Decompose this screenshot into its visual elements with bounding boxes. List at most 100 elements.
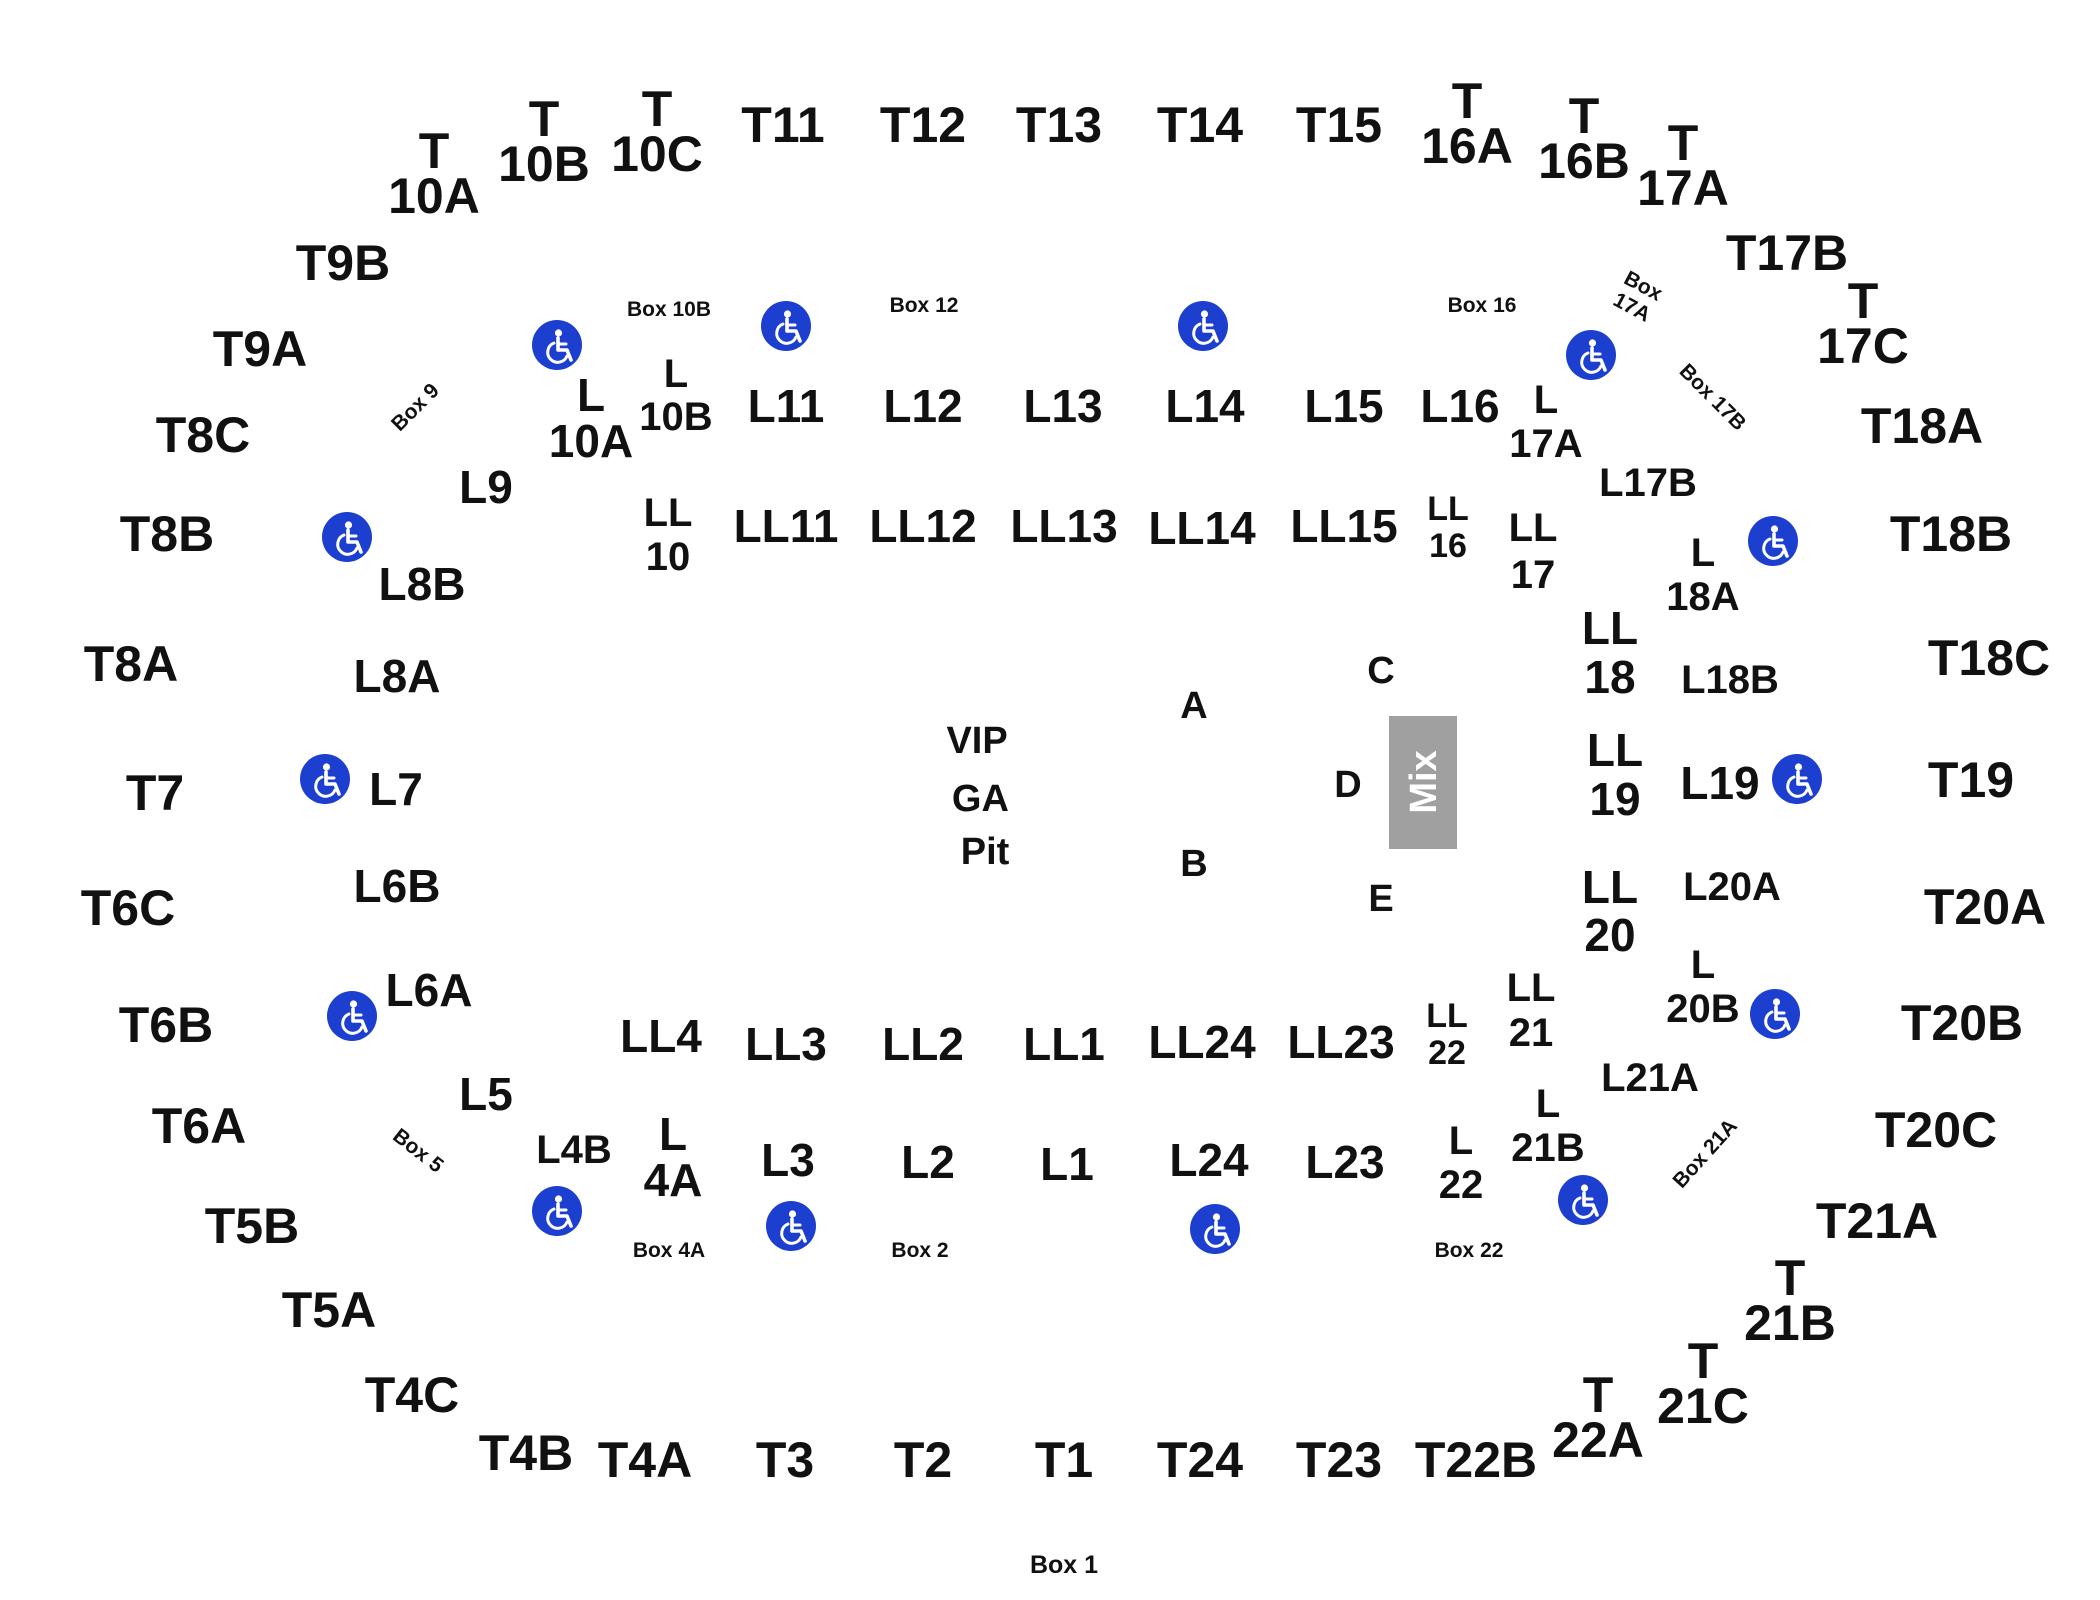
section-L24[interactable]: L24 (1169, 1134, 1249, 1186)
section-T4B[interactable]: T4B (479, 1425, 573, 1481)
section-T2[interactable]: T2 (894, 1432, 952, 1488)
section-T3[interactable]: T3 (756, 1432, 814, 1488)
section-T13[interactable]: T13 (1016, 97, 1102, 153)
section-T9B[interactable]: T9B (296, 235, 390, 291)
box-4A[interactable]: Box 4A (633, 1239, 705, 1262)
wheelchair-accessible-icon[interactable] (530, 1184, 584, 1238)
section-LL2[interactable]: LL2 (882, 1018, 964, 1070)
section-LL24[interactable]: LL24 (1148, 1016, 1256, 1068)
section-T5A[interactable]: T5A (282, 1282, 376, 1338)
section-T15[interactable]: T15 (1296, 97, 1382, 153)
section-LL23[interactable]: LL23 (1287, 1016, 1394, 1068)
section-L8B[interactable]: L8B (379, 558, 466, 610)
section-LL4[interactable]: LL4 (620, 1010, 702, 1062)
section-T6A[interactable]: T6A (152, 1098, 246, 1154)
box-17A[interactable]: Box17A (1609, 267, 1666, 327)
section-LL13[interactable]: LL13 (1010, 500, 1117, 552)
section-L17B[interactable]: L17B (1599, 461, 1697, 505)
section-L14[interactable]: L14 (1165, 380, 1245, 432)
section-T4C[interactable]: T4C (365, 1367, 459, 1423)
section-LL11[interactable]: LL11 (734, 500, 839, 552)
box-12[interactable]: Box 12 (890, 294, 959, 317)
wheelchair-accessible-icon[interactable] (530, 318, 584, 372)
wheelchair-accessible-icon[interactable] (1564, 328, 1618, 382)
section-T7[interactable]: T7 (126, 765, 184, 821)
section-T17B[interactable]: T17B (1726, 225, 1848, 281)
section-L4B[interactable]: L4B (536, 1128, 612, 1172)
box-21A[interactable]: Box 21A (1669, 1115, 1742, 1193)
section-L6B[interactable]: L6B (354, 860, 441, 912)
section-LL1[interactable]: LL1 (1023, 1018, 1105, 1070)
section-L6A[interactable]: L6A (386, 964, 473, 1016)
wheelchair-accessible-icon[interactable] (1188, 1202, 1242, 1256)
section-L19[interactable]: L19 (1680, 757, 1759, 809)
section-L5[interactable]: L5 (459, 1068, 513, 1120)
section-T18A[interactable]: T18A (1861, 398, 1983, 454)
section-L21A[interactable]: L21A (1601, 1056, 1699, 1100)
section-T18B[interactable]: T18B (1890, 506, 2012, 562)
floor-section-D[interactable]: D (1334, 764, 1361, 806)
section-L13[interactable]: L13 (1023, 380, 1102, 432)
wheelchair-accessible-icon[interactable] (1770, 752, 1824, 806)
section-T1[interactable]: T1 (1035, 1432, 1093, 1488)
section-L23[interactable]: L23 (1305, 1136, 1384, 1188)
section-T14[interactable]: T14 (1157, 97, 1243, 153)
section-L16[interactable]: L16 (1420, 380, 1499, 432)
section-L9[interactable]: L9 (459, 461, 513, 513)
section-T20B[interactable]: T20B (1901, 995, 2023, 1051)
wheelchair-accessible-icon[interactable] (1748, 987, 1802, 1041)
section-T6B[interactable]: T6B (119, 997, 213, 1053)
section-L15[interactable]: L15 (1304, 380, 1383, 432)
box-22[interactable]: Box 22 (1435, 1239, 1504, 1262)
section-L18B[interactable]: L18B (1681, 658, 1779, 702)
box-5[interactable]: Box 5 (388, 1124, 447, 1178)
floor-section-C[interactable]: C (1367, 650, 1394, 692)
section-L20A[interactable]: L20A (1683, 865, 1781, 909)
box-1[interactable]: Box 1 (1030, 1551, 1098, 1579)
section-T21A[interactable]: T21A (1816, 1193, 1938, 1249)
vip-ga-pit[interactable]: VIP GA Pit (946, 720, 1018, 873)
section-L7[interactable]: L7 (369, 763, 423, 815)
floor-section-A[interactable]: A (1180, 685, 1207, 727)
box-2[interactable]: Box 2 (891, 1239, 948, 1262)
wheelchair-accessible-icon[interactable] (320, 510, 374, 564)
floor-section-B[interactable]: B (1180, 843, 1207, 885)
section-T6C[interactable]: T6C (81, 880, 175, 936)
section-T8B[interactable]: T8B (120, 506, 214, 562)
section-T20C[interactable]: T20C (1875, 1102, 1997, 1158)
section-LL14[interactable]: LL14 (1148, 502, 1256, 554)
wheelchair-accessible-icon[interactable] (1746, 514, 1800, 568)
wheelchair-accessible-icon[interactable] (1556, 1173, 1610, 1227)
wheelchair-accessible-icon[interactable] (298, 752, 352, 806)
section-T9A[interactable]: T9A (213, 321, 307, 377)
section-T8C[interactable]: T8C (156, 407, 250, 463)
section-L12[interactable]: L12 (883, 380, 962, 432)
section-L2[interactable]: L2 (901, 1136, 955, 1188)
section-T19[interactable]: T19 (1928, 752, 2014, 808)
section-T5B[interactable]: T5B (205, 1198, 299, 1254)
floor-section-E[interactable]: E (1368, 878, 1393, 920)
section-T4A[interactable]: T4A (598, 1432, 692, 1488)
section-T24[interactable]: T24 (1157, 1432, 1243, 1488)
box-9[interactable]: Box 9 (387, 379, 444, 436)
section-T23[interactable]: T23 (1296, 1432, 1382, 1488)
box-16[interactable]: Box 16 (1448, 294, 1517, 317)
